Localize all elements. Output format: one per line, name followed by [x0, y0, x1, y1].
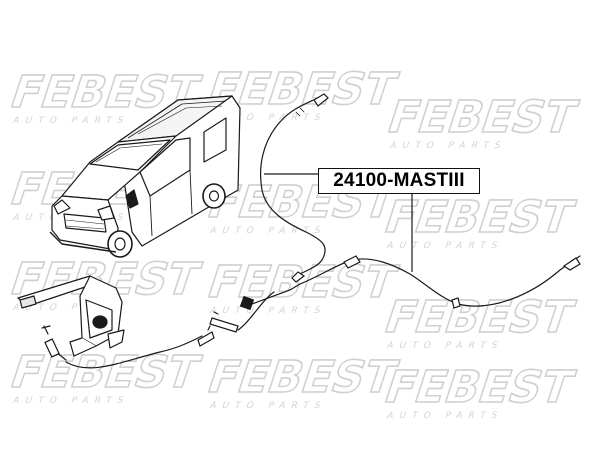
- svg-text:AUTO PARTS: AUTO PARTS: [11, 302, 130, 313]
- front-cable-assembly: [41, 283, 301, 369]
- watermark-logo: FEBEST AUTO PARTS: [377, 190, 581, 251]
- svg-text:AUTO PARTS: AUTO PARTS: [208, 305, 327, 316]
- label-leader-lines: [264, 173, 413, 272]
- watermark-logo: FEBEST AUTO PARTS: [3, 345, 207, 406]
- svg-text:AUTO PARTS: AUTO PARTS: [385, 340, 504, 351]
- svg-text:AUTO PARTS: AUTO PARTS: [208, 400, 327, 411]
- svg-text:AUTO PARTS: AUTO PARTS: [385, 410, 504, 421]
- svg-text:FEBEST: FEBEST: [381, 91, 583, 143]
- watermark-logo: FEBEST AUTO PARTS: [377, 360, 581, 421]
- svg-text:FEBEST: FEBEST: [378, 291, 580, 343]
- handbrake-lever: [17, 275, 125, 357]
- watermark-logo: FEBEST AUTO PARTS: [200, 350, 404, 411]
- right-rear-cable: [299, 255, 581, 309]
- svg-text:AUTO PARTS: AUTO PARTS: [388, 140, 507, 151]
- svg-text:FEBEST: FEBEST: [201, 351, 403, 403]
- svg-text:AUTO PARTS: AUTO PARTS: [208, 225, 327, 236]
- svg-text:AUTO PARTS: AUTO PARTS: [208, 112, 327, 123]
- svg-text:FEBEST: FEBEST: [378, 191, 580, 243]
- svg-text:AUTO PARTS: AUTO PARTS: [385, 240, 504, 251]
- watermark-logo: FEBEST AUTO PARTS: [380, 90, 584, 151]
- svg-text:FEBEST: FEBEST: [4, 66, 206, 118]
- svg-text:FEBEST: FEBEST: [378, 361, 580, 413]
- watermark-logo: FEBEST AUTO PARTS: [3, 65, 207, 126]
- part-number-label: 24100-MASTIII: [318, 168, 480, 194]
- svg-text:FEBEST: FEBEST: [4, 346, 206, 398]
- svg-text:AUTO PARTS: AUTO PARTS: [11, 395, 130, 406]
- watermark-logo: FEBEST AUTO PARTS: [377, 290, 581, 351]
- svg-text:AUTO PARTS: AUTO PARTS: [11, 115, 130, 126]
- van-illustration: [49, 95, 241, 258]
- left-rear-cable: [259, 93, 329, 283]
- watermark-logo: FEBEST AUTO PARTS: [200, 255, 404, 316]
- svg-text:FEBEST: FEBEST: [201, 256, 403, 308]
